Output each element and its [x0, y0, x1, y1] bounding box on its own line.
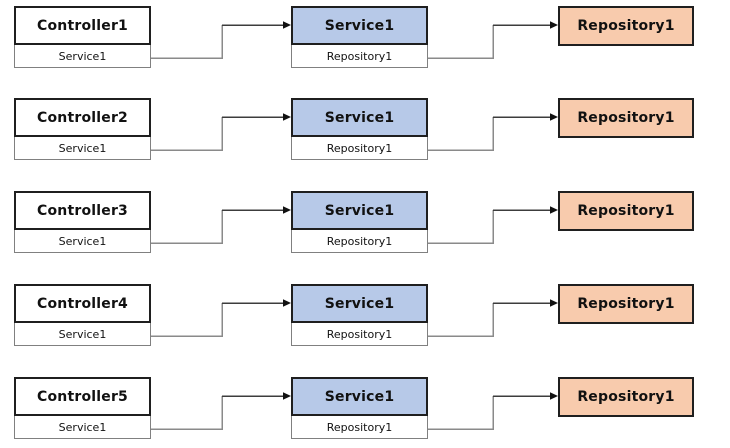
- controller-title: Controller5: [14, 377, 151, 416]
- diagram-row-4: Controller4 Service1 Service1 Repository…: [0, 284, 730, 346]
- controller-node: Controller1 Service1: [14, 6, 151, 68]
- controller-title: Controller3: [14, 191, 151, 230]
- arrowhead-icon: [283, 206, 291, 214]
- controller-service-connector-line: [150, 396, 223, 430]
- arrowhead-icon: [550, 21, 558, 29]
- service-dependency: Repository1: [291, 137, 428, 160]
- service-dependency: Repository1: [291, 323, 428, 346]
- arrowhead-icon: [283, 299, 291, 307]
- service-title: Service1: [291, 6, 428, 45]
- controller-dependency: Service1: [14, 323, 151, 346]
- arrowhead-icon: [283, 392, 291, 400]
- controller-service-connector-line: [150, 210, 223, 244]
- controller-dependency: Service1: [14, 230, 151, 253]
- controller-node: Controller3 Service1: [14, 191, 151, 253]
- diagram-row-2: Controller2 Service1 Service1 Repository…: [0, 98, 730, 160]
- repository-node: Repository1: [558, 191, 694, 231]
- controller-node: Controller4 Service1: [14, 284, 151, 346]
- repository-title: Repository1: [558, 284, 694, 324]
- controller-dependency: Service1: [14, 137, 151, 160]
- repository-node: Repository1: [558, 284, 694, 324]
- controller-service-connector-line: [150, 25, 223, 59]
- service-node: Service1 Repository1: [291, 191, 428, 253]
- controller-title: Controller1: [14, 6, 151, 45]
- arrowhead-icon: [550, 299, 558, 307]
- service-repository-connector-line: [427, 25, 494, 59]
- arrowhead-icon: [550, 113, 558, 121]
- arrowhead-icon: [550, 392, 558, 400]
- controller-title: Controller2: [14, 98, 151, 137]
- repository-title: Repository1: [558, 377, 694, 417]
- service-repository-connector-line: [427, 303, 494, 337]
- service-title: Service1: [291, 377, 428, 416]
- repository-node: Repository1: [558, 377, 694, 417]
- arrowhead-icon: [283, 113, 291, 121]
- repository-title: Repository1: [558, 6, 694, 46]
- service-repository-connector-line: [427, 117, 494, 151]
- controller-service-connector-line: [150, 303, 223, 337]
- repository-title: Repository1: [558, 98, 694, 138]
- controller-dependency: Service1: [14, 416, 151, 439]
- diagram-row-3: Controller3 Service1 Service1 Repository…: [0, 191, 730, 253]
- arrowhead-icon: [283, 21, 291, 29]
- service-dependency: Repository1: [291, 416, 428, 439]
- service-repository-connector-line: [427, 210, 494, 244]
- controller-dependency: Service1: [14, 45, 151, 68]
- service-title: Service1: [291, 98, 428, 137]
- arrowhead-icon: [550, 206, 558, 214]
- controller-title: Controller4: [14, 284, 151, 323]
- service-node: Service1 Repository1: [291, 377, 428, 439]
- repository-node: Repository1: [558, 6, 694, 46]
- controller-service-connector-line: [150, 117, 223, 151]
- repository-node: Repository1: [558, 98, 694, 138]
- service-title: Service1: [291, 191, 428, 230]
- diagram-row-1: Controller1 Service1 Service1 Repository…: [0, 6, 730, 68]
- controller-node: Controller2 Service1: [14, 98, 151, 160]
- diagram-row-5: Controller5 Service1 Service1 Repository…: [0, 377, 730, 439]
- controller-node: Controller5 Service1: [14, 377, 151, 439]
- service-repository-connector-line: [427, 396, 494, 430]
- service-node: Service1 Repository1: [291, 98, 428, 160]
- service-node: Service1 Repository1: [291, 6, 428, 68]
- service-dependency: Repository1: [291, 230, 428, 253]
- service-node: Service1 Repository1: [291, 284, 428, 346]
- service-title: Service1: [291, 284, 428, 323]
- service-dependency: Repository1: [291, 45, 428, 68]
- repository-title: Repository1: [558, 191, 694, 231]
